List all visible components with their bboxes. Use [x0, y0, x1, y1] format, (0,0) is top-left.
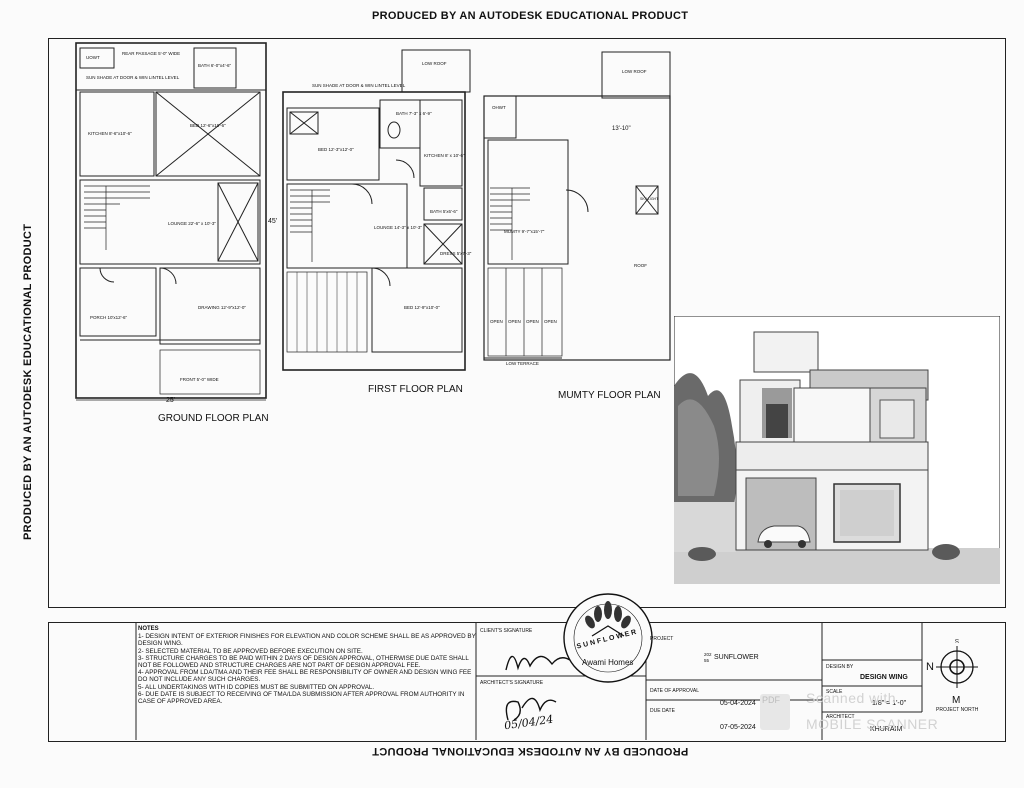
- compass-s-label: S: [955, 637, 960, 643]
- scanner-watermark-line1: Scanned with: [806, 690, 897, 706]
- ground-drawing-label: DRAWING 12'-9"x12'-0": [198, 305, 247, 310]
- scanner-watermark-line2: MOBILE SCANNER: [806, 716, 939, 732]
- notes-list: 1- DESIGN INTENT OF EXTERIOR FINISHES FO…: [138, 633, 476, 705]
- note-item-1: 1- DESIGN INTENT OF EXTERIOR FINISHES FO…: [138, 633, 476, 648]
- project-number-bottom: 55: [704, 658, 710, 663]
- pdf-badge-text: PDF: [762, 695, 780, 705]
- first-sun-shade-label: SUN SHADE AT DOOR & WIN LINTEL LEVEL: [312, 83, 406, 88]
- autodesk-watermark-top: PRODUCED BY AN AUTODESK EDUCATIONAL PROD…: [372, 10, 689, 22]
- mumty-dimension-label: 13'-10": [612, 126, 631, 132]
- project-label: PROJECT: [650, 636, 674, 642]
- project-north-label: PROJECT NORTH: [936, 707, 979, 713]
- first-lounge-label: LOUNGE 14'-3" x 10'-3": [374, 225, 422, 230]
- notes-title: NOTES: [138, 626, 159, 632]
- mumty-sky-light-label: SKY LIGHT: [640, 197, 659, 201]
- title-block: [48, 622, 1006, 742]
- ground-floor-plan-title: GROUND FLOOR PLAN: [158, 413, 269, 424]
- due-date-label: DUE DATE: [650, 708, 675, 714]
- project-number-top: 202: [704, 652, 712, 657]
- client-signature: [505, 655, 571, 671]
- ground-width-dimension: 25': [166, 397, 176, 404]
- logo-text-bottom: Awami Homes: [582, 658, 634, 667]
- architect-label: ARCHITECT: [826, 714, 855, 720]
- architect-signature: [505, 697, 557, 721]
- note-item-5: 5- ALL UNDERTAKINGS WITH ID COPIES MUST …: [138, 683, 375, 691]
- sunflower-logo: [563, 593, 653, 683]
- mumty-open-label-1: OPEN: [490, 319, 503, 324]
- project-name: SUNFLOWER: [714, 654, 759, 661]
- mumty-open-label-2: OPEN: [508, 319, 521, 324]
- first-bath2-label: BATH 5'x6'-6": [430, 209, 458, 214]
- north-arrow-icon: [936, 646, 978, 688]
- note-item-6: 6- DUE DATE IS SUBJECT TO RECEIVING OF T…: [138, 690, 465, 706]
- first-kitchen-label: KITCHEN 8' x 10'-6": [424, 153, 465, 158]
- floor-plans-drawing: [75, 42, 671, 401]
- design-by-value: DESIGN WING: [860, 674, 908, 681]
- mumty-room-label: MUMTY 9'-7"x15'-7": [504, 229, 545, 234]
- mumty-floor-plan-title: MUMTY FLOOR PLAN: [558, 390, 661, 401]
- mumty-low-roof-label: LOW ROOF: [622, 69, 647, 74]
- date-of-approval-value: 05-04-2024: [720, 700, 756, 707]
- first-low-roof-label: LOW ROOF: [422, 61, 447, 66]
- note-item-3: 3- STRUCTURE CHARGES TO BE PAID WITHIN 2…: [138, 654, 469, 670]
- ground-front-label: FRONT 5'-0" WIDE: [180, 377, 219, 382]
- date-of-approval-label: DATE OF APPROVAL: [650, 688, 699, 694]
- ground-sun-shade-label: SUN SHADE AT DOOR & WIN LINTEL LEVEL: [86, 75, 180, 80]
- first-dress-label: DRESS 5'x7'-3": [440, 251, 472, 256]
- client-signature-label: CLIENT'S SIGNATURE: [480, 628, 533, 634]
- architect-value: KHURAIM: [870, 726, 903, 733]
- pdf-badge-icon: PDF: [760, 694, 790, 730]
- note-item-2: 2- SELECTED MATERIAL TO BE APPROVED BEFO…: [138, 647, 363, 655]
- mumty-open-label-3: OPEN: [526, 319, 539, 324]
- ground-uowt-label: UOWT: [86, 55, 100, 60]
- ground-porch-label: PORCH 10'x12'-6": [90, 315, 128, 320]
- drawing-frame: [48, 38, 1006, 608]
- elevation-render: [674, 316, 1000, 584]
- mumty-ohwt-label: OHWT: [492, 105, 506, 110]
- note-item-4: 4- APPROVAL FROM LDA/TMA AND THEIR FEE S…: [138, 669, 472, 684]
- compass-m-label: M: [952, 695, 961, 706]
- notes-block: NOTES 1- DESIGN INTENT OF EXTERIOR FINIS…: [138, 626, 476, 705]
- ground-depth-dimension: 45': [268, 218, 278, 225]
- scale-value: 1/8" = 1'-0": [872, 700, 907, 707]
- ground-kitchen-label: KITCHEN 8'-6"x10'-6": [88, 131, 132, 136]
- mumty-low-terrace-label: LOW TERRACE: [506, 361, 539, 366]
- ground-lounge-label: LOUNGE 22'-6" x 10'-3": [168, 221, 216, 226]
- ground-rear-passage-label: REAR PASSAGE 5'-0" WIDE: [122, 51, 181, 56]
- first-bed2-label: BED 12'-9"x10'-0": [404, 305, 440, 310]
- architect-signature-label: ARCHITECT'S SIGNATURE: [480, 680, 544, 686]
- ground-bath-label: BATH 6'-0"x4'-6": [198, 63, 232, 68]
- first-bed1-label: BED 12'-3"x12'-0": [318, 147, 354, 152]
- due-date-value: 07-05-2024: [720, 724, 756, 731]
- mumty-roof-label: ROOF: [634, 263, 647, 268]
- design-by-label: DESIGN BY: [826, 664, 854, 670]
- first-bath-label: BATH 7'-3" x 6'-9": [396, 111, 432, 116]
- first-floor-plan-title: FIRST FLOOR PLAN: [368, 384, 463, 395]
- mumty-open-label-4: OPEN: [544, 319, 557, 324]
- compass-n-label: N: [926, 661, 934, 673]
- ground-bed-label: BED 12'-6"x10'-6": [190, 123, 226, 128]
- scale-label: SCALE: [826, 689, 843, 695]
